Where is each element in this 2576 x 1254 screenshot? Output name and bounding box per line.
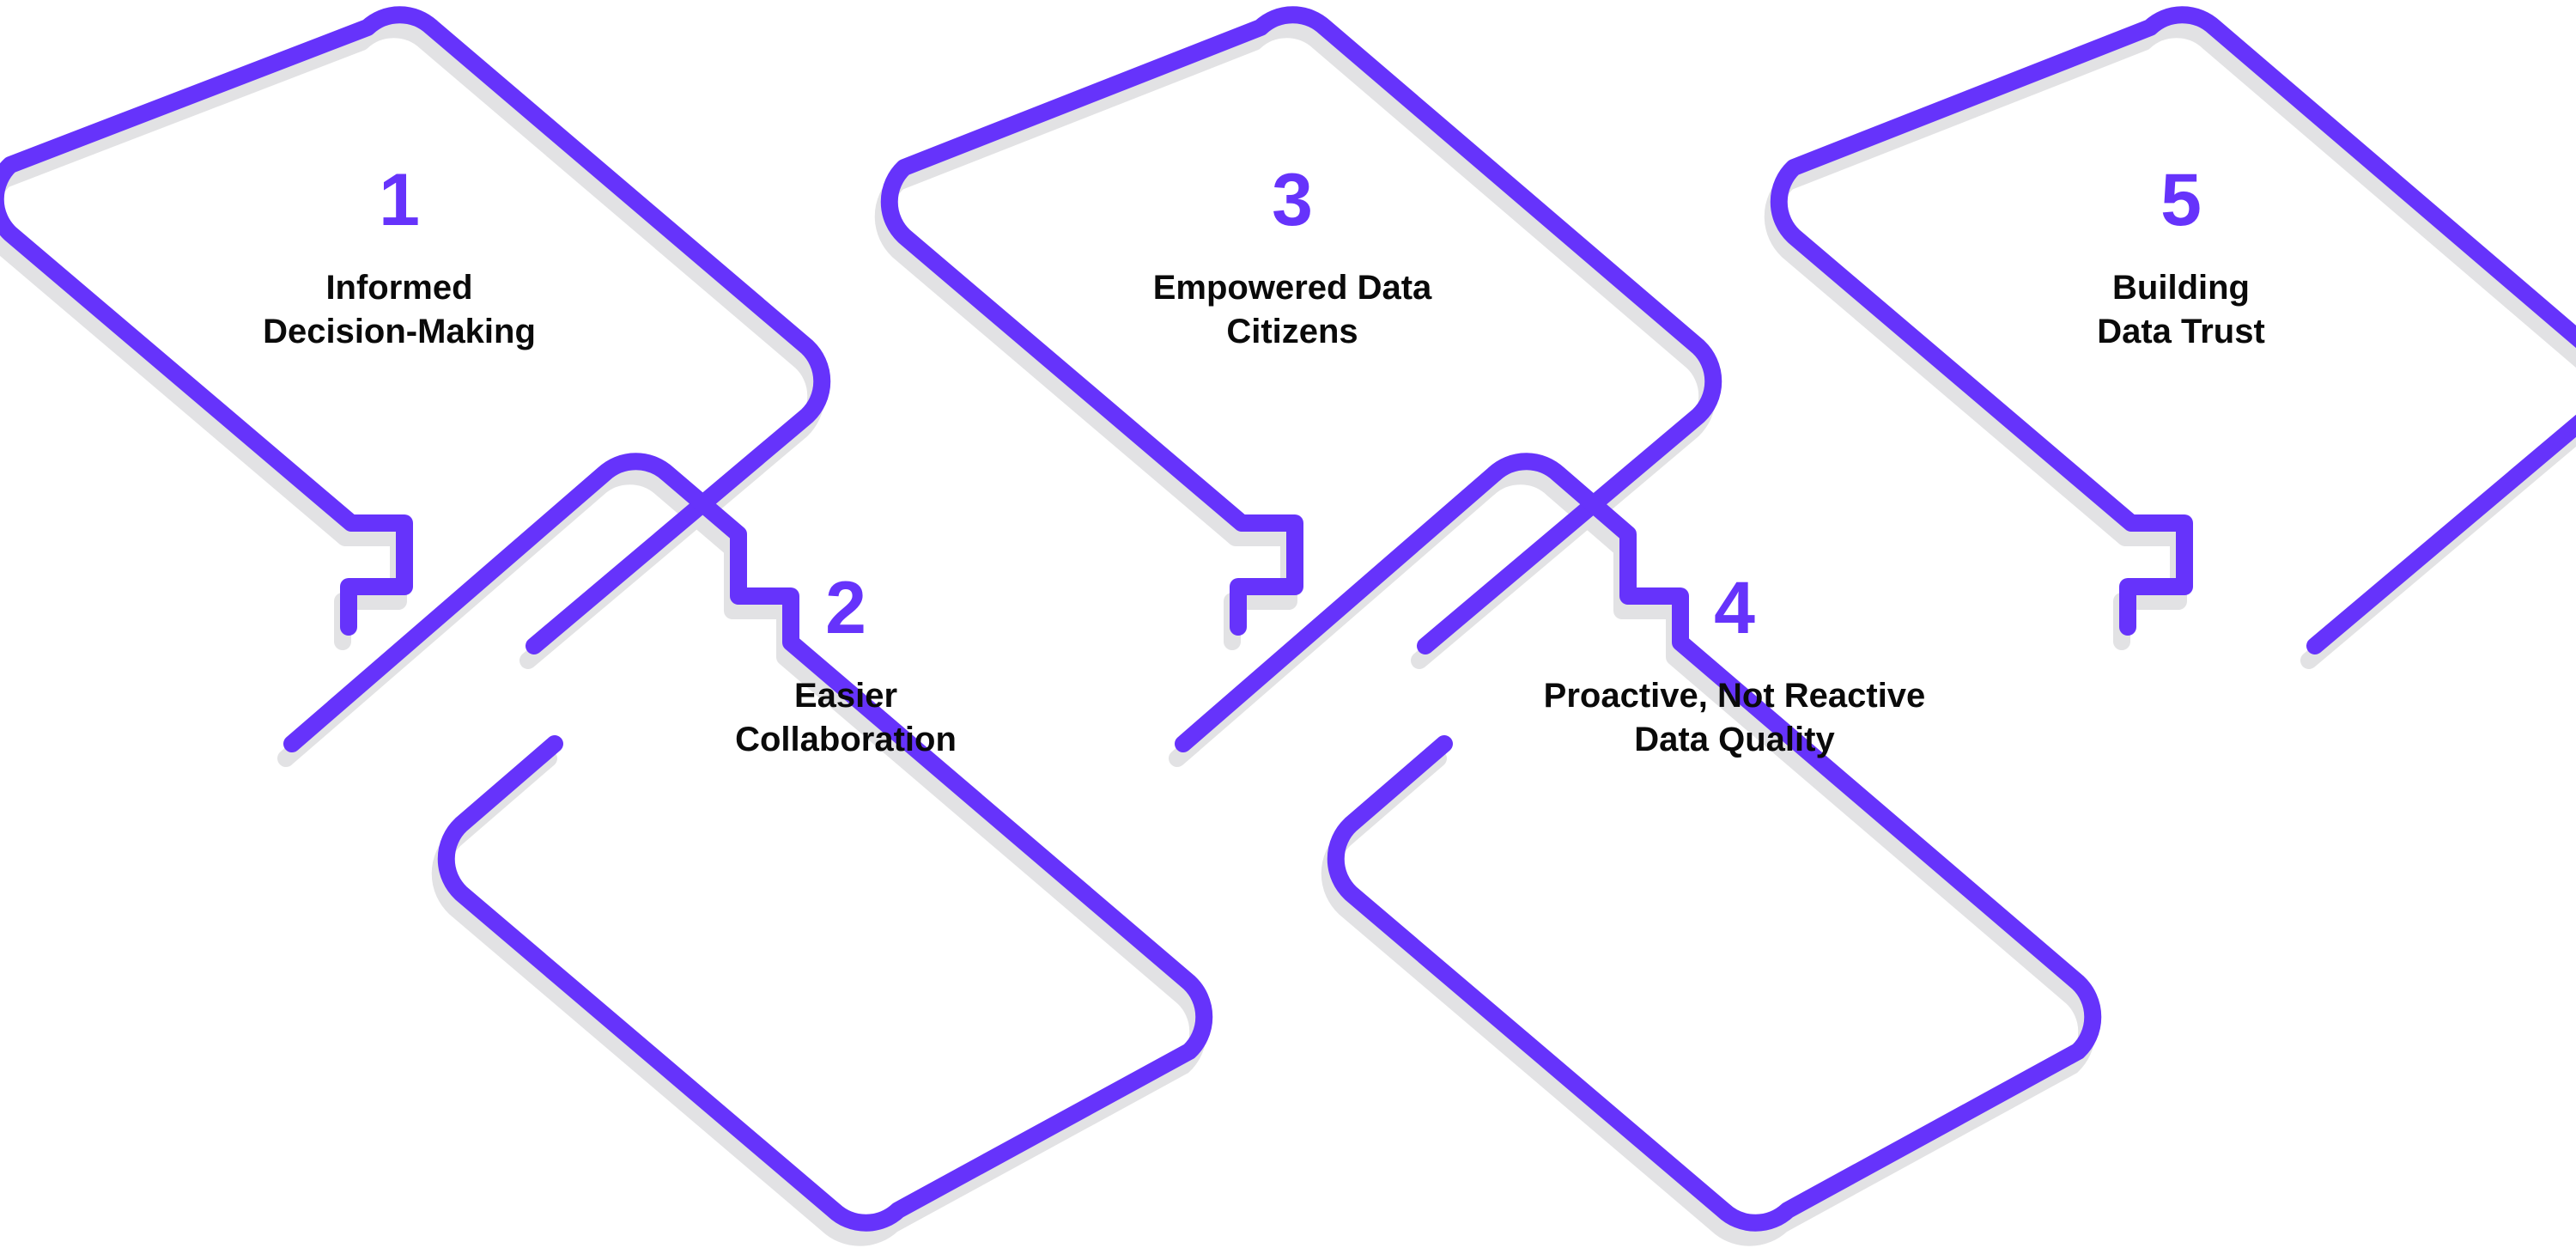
diamond-outline-layer: [0, 15, 2576, 1223]
diamond-outline-2[interactable]: [292, 461, 1204, 1223]
diamond-outline-4[interactable]: [1183, 461, 2093, 1223]
diamond-shadow-layer: [0, 29, 2576, 1238]
diamond-outline-1[interactable]: [0, 15, 822, 646]
diamond-outline-5[interactable]: [1779, 15, 2576, 646]
diamond-outline-3[interactable]: [890, 15, 1714, 646]
